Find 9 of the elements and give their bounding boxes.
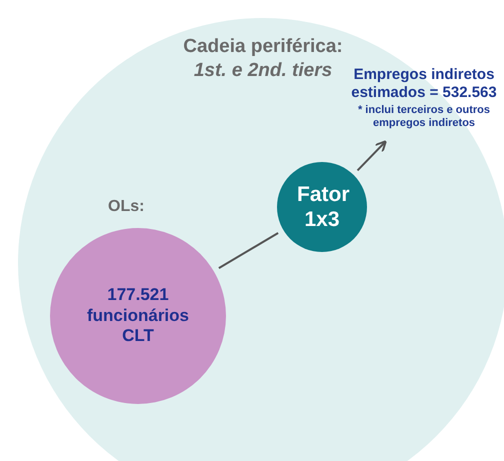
group-subheading: 1st. e 2nd. tiers [192,60,334,82]
circle-caption: OLs: [108,198,144,216]
circle-label: 177.521 funcionários CLT [86,285,190,347]
arrow [356,140,387,172]
footnote-text: * inclui terceiros e outros empregos indiretos [356,104,492,130]
circle-label: Fator 1x3 [297,182,347,232]
connector-line [218,232,279,269]
group-heading: Cadeia periférica: [182,36,344,58]
estimate-text: Empregos indiretos estimados = 532.563 [350,66,498,102]
